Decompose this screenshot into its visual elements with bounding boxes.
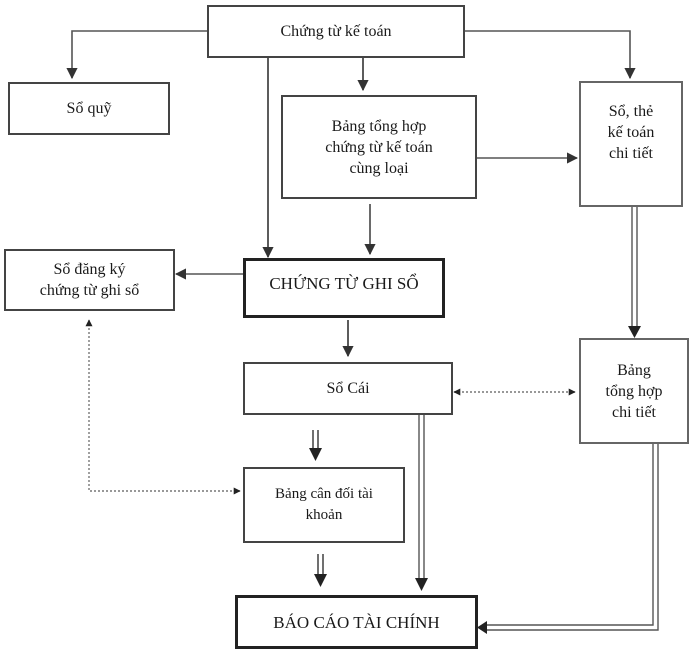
node-chung-tu-ghi-so: CHỨNG TỪ GHI SỔ [243,258,445,318]
node-so-quy: Sổ quỹ [8,82,170,135]
node-label: Sổ quỹ [66,100,112,117]
double-arrow-so-cai-to-bang-can-doi [309,430,322,461]
arrow-ctkt-to-so-the-chi-tiet [464,30,636,80]
node-bao-cao-tai-chinh: BÁO CÁO TÀI CHÍNH [235,595,478,649]
node-label: CHỨNG TỪ GHI SỔ [269,274,419,293]
node-label: Chứng từ kế toán [280,23,392,40]
node-so-cai: Sổ Cái [243,362,453,415]
node-label: Bảng tổng hợp chi tiết [605,361,663,421]
double-arrow-bang-tong-hop-chi-tiet-to-bao-cao [477,443,659,634]
node-so-dang-ky-chung-tu-ghi-so: Sổ đăng ký chứng từ ghi sổ [4,249,175,311]
node-label: BÁO CÁO TÀI CHÍNH [273,612,440,632]
node-label: Bảng cân đối tài khoản [275,486,373,523]
node-bang-tong-hop-chung-tu: Bảng tổng hợp chứng từ kế toán cùng loại [281,95,477,199]
dotted-arrow-so-dang-ky-bang-can-doi [85,319,241,495]
arrow-ctkt-to-so-quy [66,30,207,80]
node-bang-tong-hop-chi-tiet: Bảng tổng hợp chi tiết [579,338,689,444]
double-arrow-bang-can-doi-to-bao-cao [314,554,327,587]
double-arrow-so-cai-to-bao-cao-tai-chinh [415,415,428,591]
node-label: Sổ, thẻ kế toán chi tiết [607,103,655,162]
node-so-the-ke-toan-chi-tiet: Sổ, thẻ kế toán chi tiết [579,81,683,207]
node-label: Sổ Cái [326,380,370,397]
double-arrow-so-the-to-bang-tong-hop-chi-tiet [628,206,641,338]
node-bang-can-doi-tai-khoan: Bảng cân đối tài khoản [243,467,405,543]
node-chung-tu-ke-toan: Chứng từ kế toán [207,5,465,58]
node-label: Bảng tổng hợp chứng từ kế toán cùng loại [325,117,433,177]
node-label: Sổ đăng ký chứng từ ghi sổ [39,261,140,299]
